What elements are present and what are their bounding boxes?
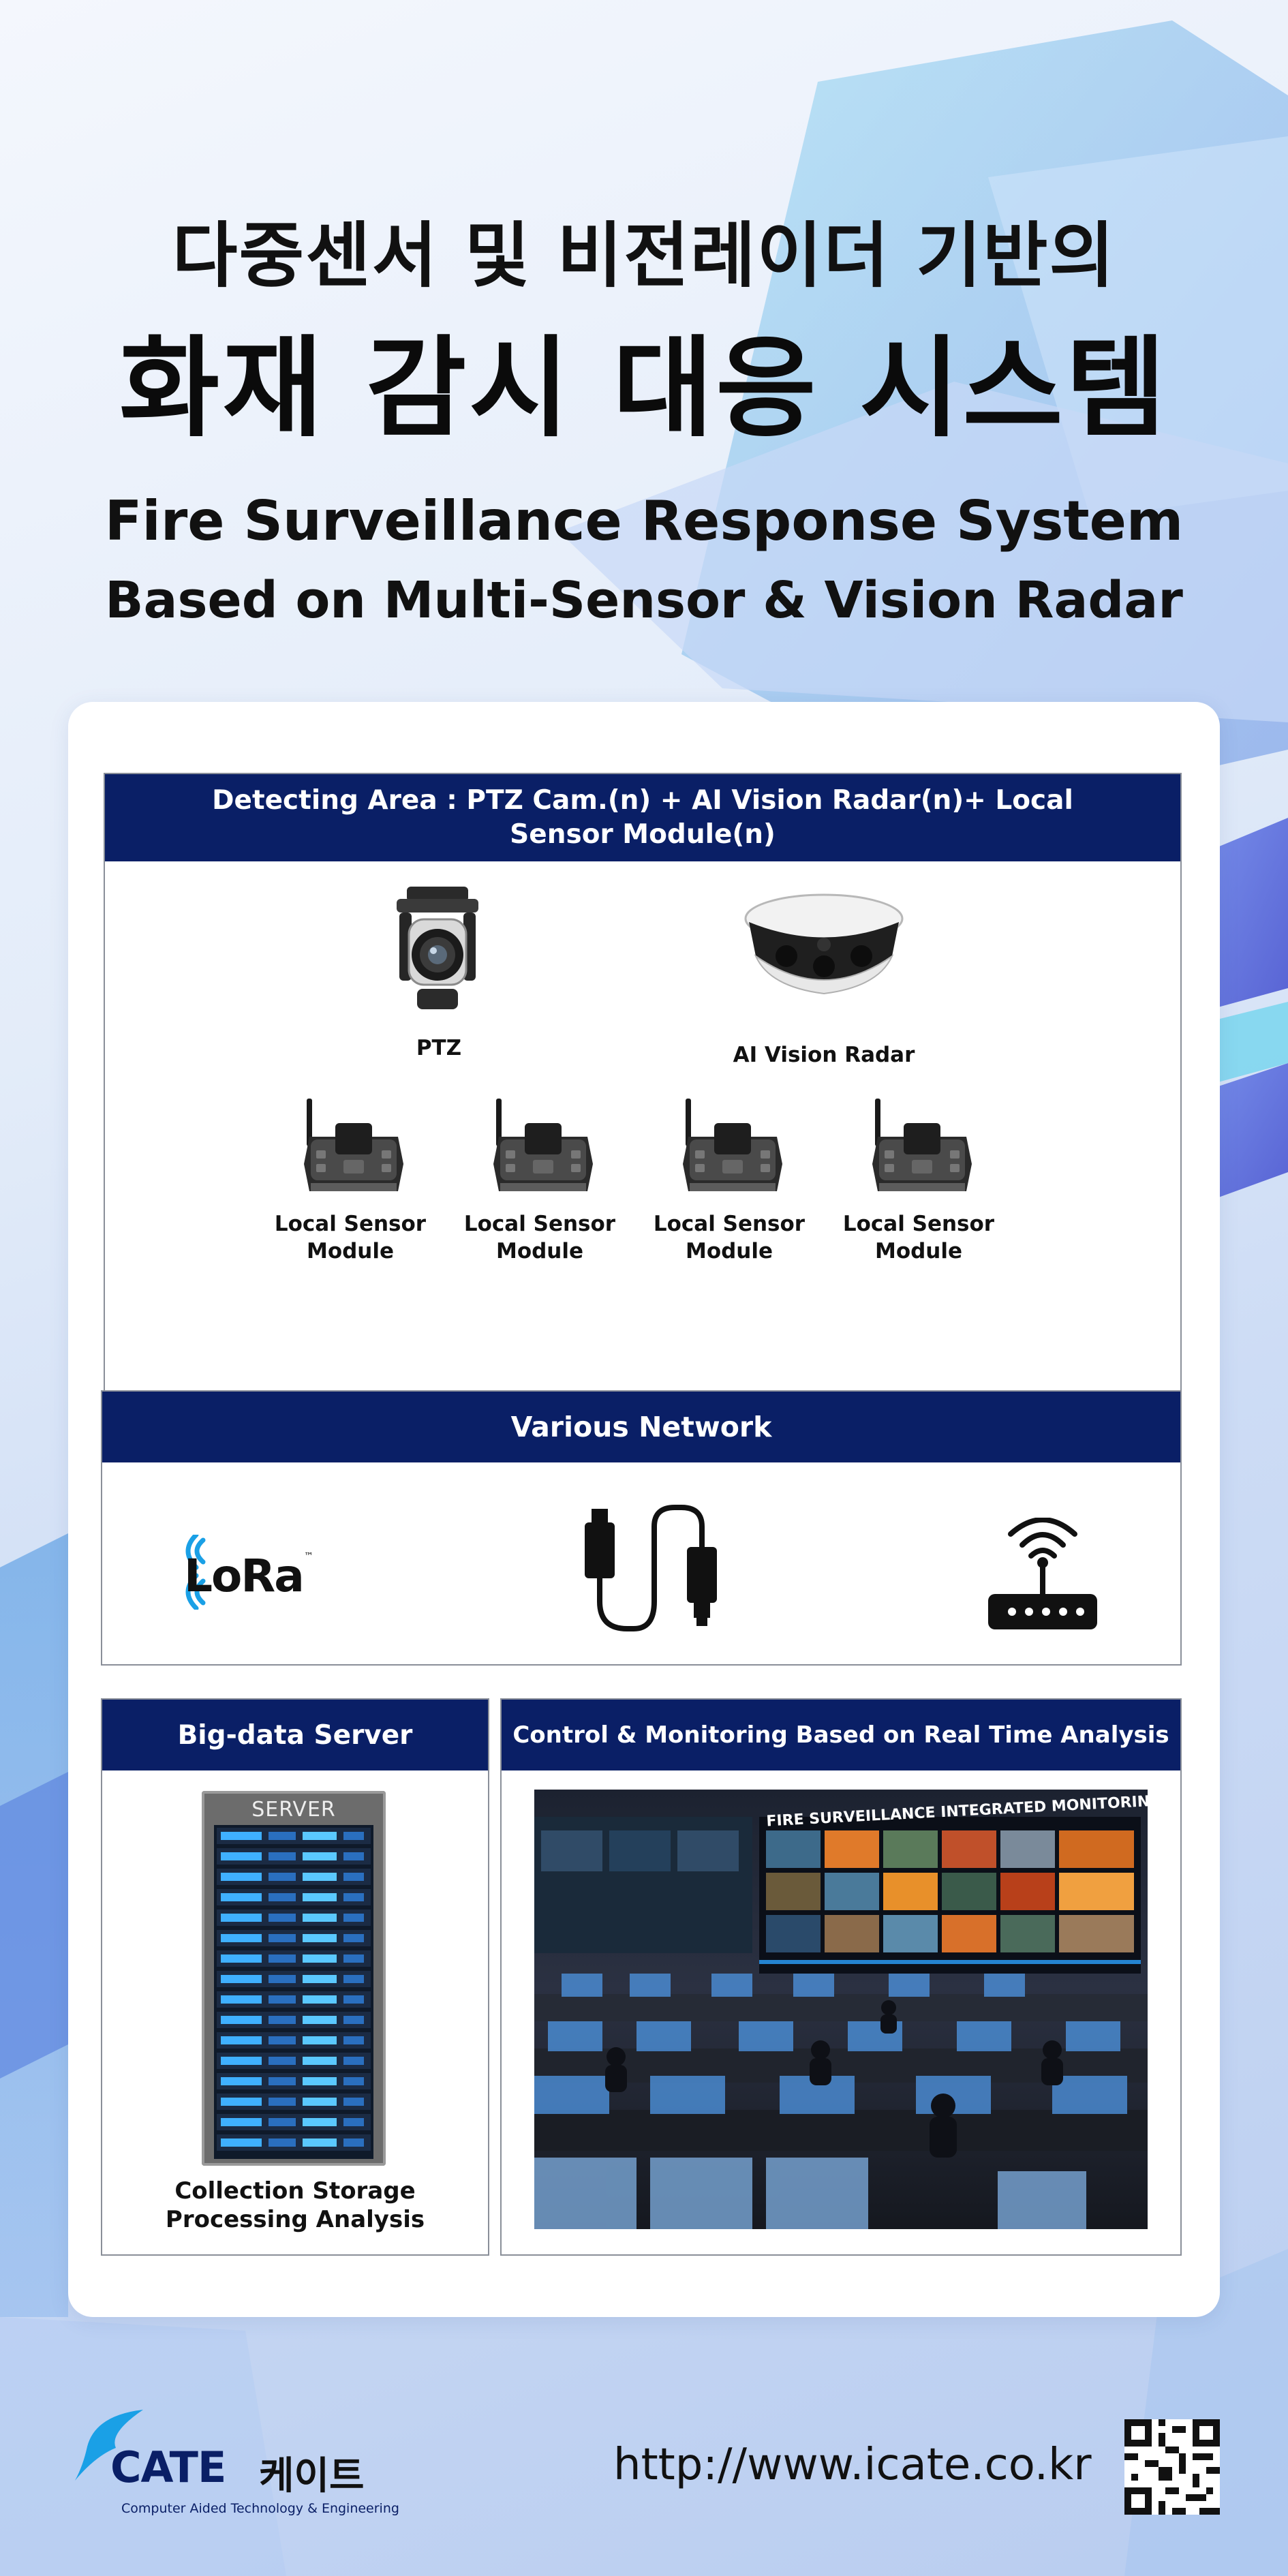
server-units: [214, 1825, 373, 2159]
detecting-area-heading-text: Detecting Area : PTZ Cam.(n) + AI Vision…: [212, 785, 1073, 850]
server-heading-text: Big-data Server: [177, 1719, 413, 1751]
lora-text: LoRa: [184, 1550, 305, 1602]
control-room-illustration: FIRE SURVEILLANCE INTEGRATED MONITORING: [534, 1792, 1148, 2229]
cate-swoosh-icon: [75, 2410, 143, 2481]
local-sensor-module-icon: [304, 1099, 403, 1191]
local-sensor-module-icon: [493, 1099, 593, 1191]
server-rack: SERVER: [202, 1791, 386, 2166]
server-panel: Big-data Server SERVER: [101, 1698, 489, 2256]
local-sensor-label-3: Local Sensor Module: [653, 1212, 806, 1263]
cable-icon: [585, 1505, 717, 1631]
title-english-line2: Based on Multi-Sensor & Vision Radar: [105, 571, 1183, 630]
title-english-line1: Fire Surveillance Response System: [104, 489, 1184, 553]
ptz-camera-icon: [397, 887, 478, 1009]
diagram-card: Detecting Area : PTZ Cam.(n) + AI Vision…: [68, 702, 1220, 2317]
local-sensor-label-1: Local Sensor Module: [274, 1212, 427, 1263]
local-sensor-label-2: Local Sensor Module: [463, 1212, 616, 1263]
cate-brand-korean: 케이트: [259, 2454, 365, 2498]
server-caption: Collection Storage Processing Analysis: [165, 2177, 425, 2233]
monitoring-panel: Control & Monitoring Based on Real Time …: [500, 1698, 1182, 2256]
local-sensor-label-4: Local Sensor Module: [842, 1212, 995, 1263]
qr-code-icon[interactable]: [1124, 2419, 1220, 2515]
local-sensor-module-icon: [872, 1099, 972, 1191]
ptz-label: PTZ: [416, 1036, 462, 1060]
monitoring-heading: Control & Monitoring Based on Real Time …: [502, 1700, 1180, 1770]
lora-tm: ™: [304, 1551, 313, 1562]
vision-radar-label: AI Vision Radar: [733, 1043, 915, 1067]
local-sensor-module-icon: [683, 1099, 782, 1191]
title-korean-line1: 다중센서 및 비전레이더 기반의: [172, 214, 1116, 297]
network-heading-text: Various Network: [510, 1411, 772, 1443]
wireless-router-icon: [988, 1518, 1097, 1629]
cate-logo: CATE 케이트 Computer Aided Technology & Eng…: [68, 2406, 423, 2521]
lora-signal-arcs: [185, 1535, 206, 1610]
network-heading: Various Network: [102, 1392, 1180, 1462]
cate-brand-text: CATE: [110, 2442, 226, 2492]
detecting-area-panel: Detecting Area : PTZ Cam.(n) + AI Vision…: [104, 773, 1182, 1394]
lora-icon: LoRa ™: [184, 1535, 313, 1616]
website-url[interactable]: http://www.icate.co.kr: [613, 2440, 1092, 2490]
vision-radar-icon: [744, 893, 904, 995]
detecting-area-heading: Detecting Area : PTZ Cam.(n) + AI Vision…: [105, 774, 1180, 861]
control-room-image: FIRE SURVEILLANCE INTEGRATED MONITORING: [534, 1790, 1148, 2229]
cate-tagline: Computer Aided Technology & Engineering: [121, 2501, 399, 2516]
server-heading: Big-data Server: [102, 1700, 488, 1770]
server-rack-label: SERVER: [251, 1798, 336, 1822]
network-panel: Various Network LoRa ™: [101, 1390, 1182, 1666]
title-korean-line2: 화재 감시 대응 시스템: [119, 324, 1169, 452]
monitoring-heading-text: Control & Monitoring Based on Real Time …: [512, 1721, 1169, 1749]
